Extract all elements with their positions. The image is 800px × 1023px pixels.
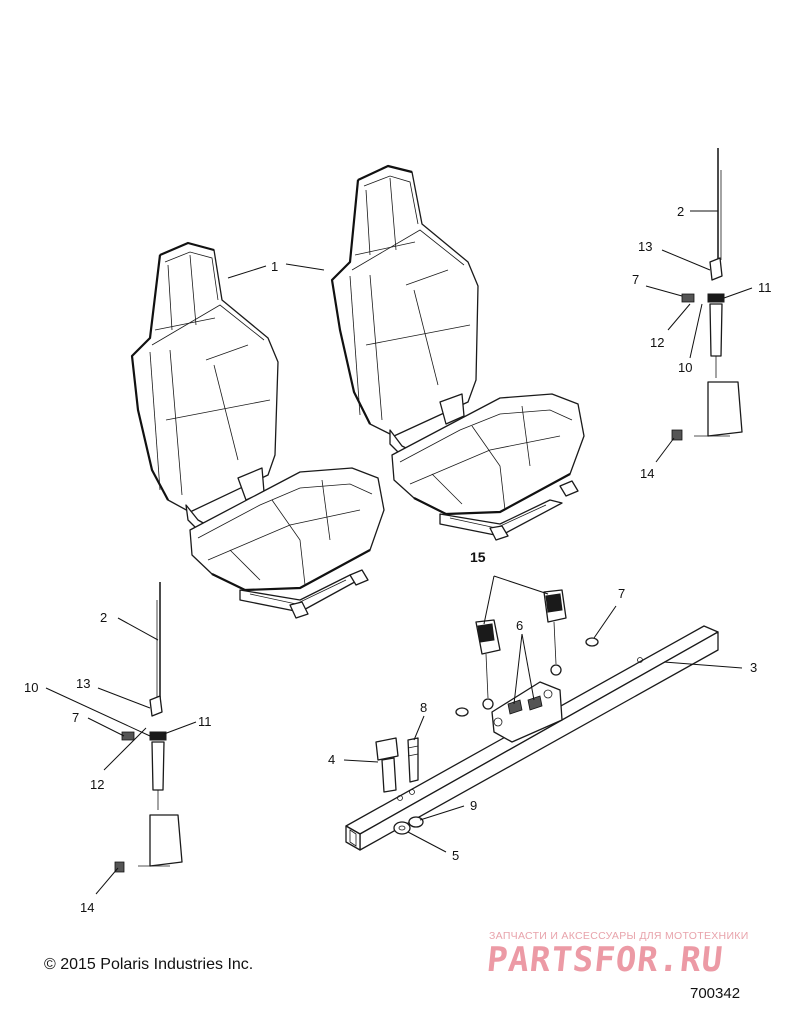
callout-9: 9 xyxy=(470,798,477,813)
watermark-brand: PARTSFOR.RU xyxy=(484,940,726,980)
buckles xyxy=(475,589,567,710)
callout-5: 5 xyxy=(452,848,459,863)
callout-14-left: 14 xyxy=(80,900,94,915)
callout-7-right: 7 xyxy=(632,272,639,287)
callout-13-left: 13 xyxy=(76,676,90,691)
callout-3: 3 xyxy=(750,660,757,675)
callout-15: 15 xyxy=(470,549,486,565)
seat-right xyxy=(330,164,585,541)
callout-7-left: 7 xyxy=(72,710,79,725)
callout-12-left: 12 xyxy=(90,777,104,792)
callout-1: 1 xyxy=(271,259,278,274)
copyright-text: © 2015 Polaris Industries Inc. xyxy=(44,956,254,973)
callout-11-right: 11 xyxy=(758,280,772,295)
callout-2-left: 2 xyxy=(100,610,107,625)
callout-6: 6 xyxy=(516,618,523,633)
watermark-tagline: ЗАПЧАСТИ И АКСЕССУАРЫ ДЛЯ МОТОТЕХНИКИ xyxy=(489,930,749,942)
leader-lines xyxy=(45,210,753,895)
callout-10-right: 10 xyxy=(678,360,692,375)
callout-10-left: 10 xyxy=(24,680,38,695)
callout-8: 8 xyxy=(420,700,427,715)
fasteners xyxy=(375,637,599,835)
belt-assembly-right xyxy=(671,148,743,441)
callout-7-center: 7 xyxy=(618,586,625,601)
callout-11-left: 11 xyxy=(198,714,212,729)
callout-labels: 1 2 13 7 11 12 10 14 2 10 13 7 11 12 14 … xyxy=(24,204,772,915)
callout-2-right: 2 xyxy=(677,204,684,219)
callout-12-right: 12 xyxy=(650,335,664,350)
diagram-number: 700342 xyxy=(690,985,741,1002)
callout-14-right: 14 xyxy=(640,466,654,481)
belt-assembly-left xyxy=(114,582,183,873)
cross-bar xyxy=(345,625,719,851)
seat-left xyxy=(130,241,385,619)
callout-4: 4 xyxy=(328,752,335,767)
callout-13-right: 13 xyxy=(638,239,652,254)
